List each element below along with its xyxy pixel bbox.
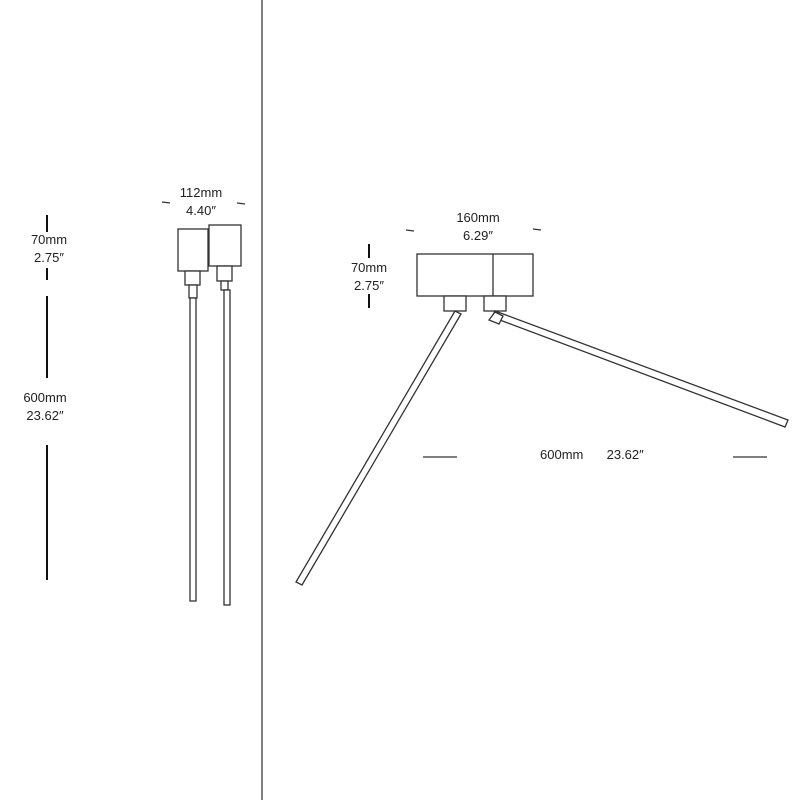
front-width-label: 160mm 6.29″: [445, 209, 511, 245]
side-height-inch: 2.75″: [34, 250, 64, 265]
front-width-mm: 160mm: [456, 210, 500, 225]
front-width-ticks: [405, 228, 542, 232]
side-length-inch: 23.62″: [26, 408, 64, 423]
front-view-fixture: [295, 253, 789, 586]
front-width-inch: 6.29″: [463, 228, 493, 243]
side-height-mm: 70mm: [30, 232, 68, 247]
side-width-ticks: [161, 201, 246, 205]
side-height-label: 70mm 2.75″: [18, 231, 80, 267]
front-height-label: 70mm 2.75″: [338, 259, 400, 295]
side-length-label: 600mm 23.62″: [12, 389, 78, 425]
arm-span-mm: 600mm: [540, 447, 584, 462]
side-width-inch: 4.40″: [186, 203, 216, 218]
side-width-label: 112mm 4.40″: [168, 184, 234, 220]
side-length-mm: 600mm: [23, 390, 67, 405]
arm-span-label: 600mm 23.62″: [540, 446, 660, 464]
front-height-inch: 2.75″: [354, 278, 384, 293]
side-view-fixture: [177, 224, 242, 606]
arm-span-inch: 23.62″: [606, 447, 644, 462]
front-height-mm: 70mm: [350, 260, 388, 275]
side-width-mm: 112mm: [179, 185, 223, 200]
